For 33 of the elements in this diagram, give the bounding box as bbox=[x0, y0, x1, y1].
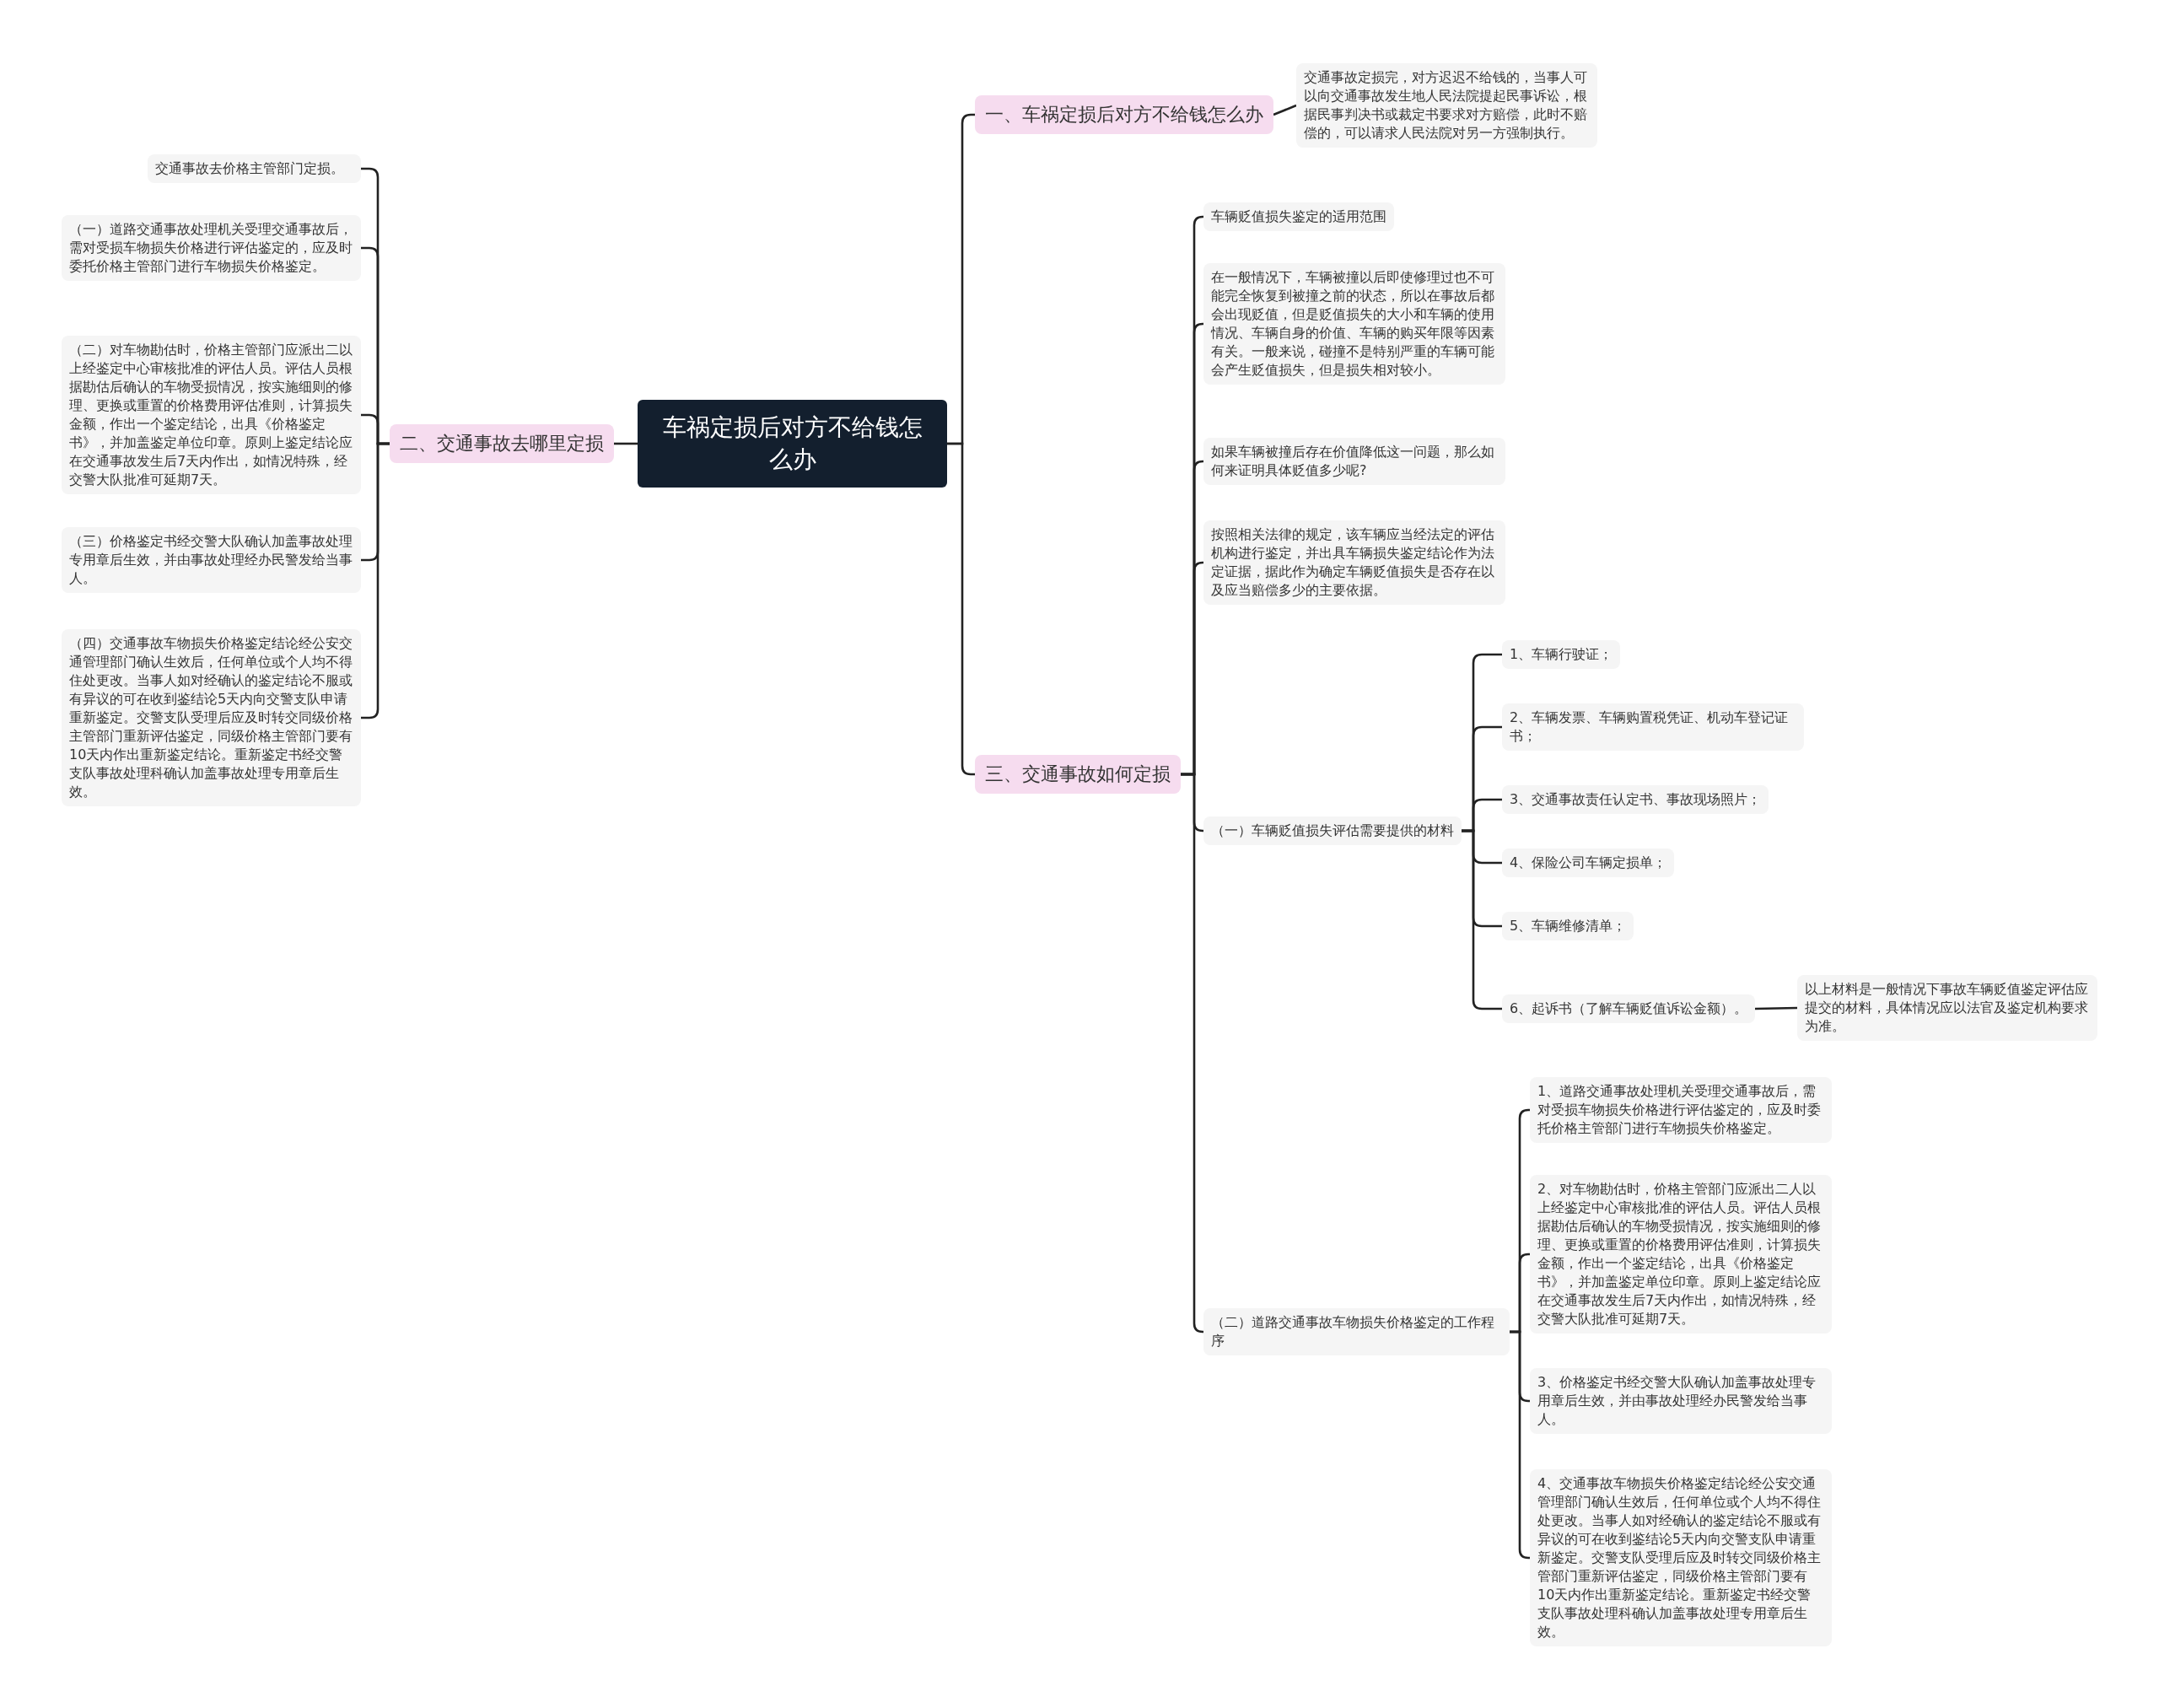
text-card: 3、价格鉴定书经交警大队确认加盖事故处理专用章后生效，并由事故处理经办民警发给当事人。 bbox=[1530, 1368, 1832, 1434]
connector-line bbox=[1181, 773, 1204, 1334]
text-card: 5、车辆维修清单； bbox=[1502, 912, 1634, 940]
central-topic-box: 车祸定损后对方不给钱怎么办 bbox=[638, 400, 947, 488]
branch-topic-box: 二、交通事故去哪里定损 bbox=[390, 424, 614, 463]
connector-line bbox=[1510, 1330, 1530, 1560]
text-card: 2、对车物勘估时，价格主管部门应派出二人以上经鉴定中心审核批准的评估人员。评估人员根据勘估后确认的车物受损情况，按实施细则的修理、更换或重置的价格费用评估准则，计算损失金额，作出一个鉴定结论，出具《价格鉴定书》，并加盖鉴定单位印章。原则上鉴定结论应在交通事故发生后7天内作出，如情况特殊，经交警大队批准可延期7天。 bbox=[1530, 1175, 1832, 1334]
text-card: （一）道路交通事故处理机关受理交通事故后，需对受损车物损失价格进行评估鉴定的，应及时委托价格主管部门进行车物损失价格鉴定。 bbox=[62, 215, 361, 281]
text-card: 按照相关法律的规定，该车辆应当经法定的评估机构进行鉴定，并出具车辆损失鉴定结论作为法定证据，据此作为确定车辆贬值损失是否存在以及应当赔偿多少的主要依据。 bbox=[1203, 520, 1505, 605]
text-card: 交通事故去价格主管部门定损。 bbox=[148, 154, 361, 183]
text-card: 车辆贬值损失鉴定的适用范围 bbox=[1203, 202, 1394, 231]
text-card: 6、起诉书（了解车辆贬值诉讼金额）。 bbox=[1502, 994, 1756, 1023]
text-card: 2、车辆发票、车辆购置税凭证、机动车登记证书； bbox=[1502, 703, 1804, 751]
text-card: （二）道路交通事故车物损失价格鉴定的工作程序 bbox=[1203, 1308, 1510, 1355]
text-card: （二）对车物勘估时，价格主管部门应派出二以上经鉴定中心审核批准的评估人员。评估人员根据勘估后确认的车物受损情况，按实施细则的修理、更换或重置的价格费用评估准则，计算损失金额，作出一个鉴定结论，出具《价格鉴定书》，并加盖鉴定单位印章。原则上鉴定结论应在交通事故发生后7天内作出，如情况特殊，经交警大队批准可延期7天。 bbox=[62, 336, 361, 494]
connector-line bbox=[361, 442, 390, 719]
text-card: 1、道路交通事故处理机关受理交通事故后，需对受损车物损失价格进行评估鉴定的，应及时委托价格主管部门进行车物损失价格鉴定。 bbox=[1530, 1077, 1832, 1143]
connector-line bbox=[614, 442, 638, 445]
text-card: 以上材料是一般情况下事故车辆贬值鉴定评估应提交的材料，具体情况应以法官及鉴定机构要求为准。 bbox=[1797, 975, 2097, 1041]
connector-line bbox=[1273, 104, 1297, 116]
text-card: 如果车辆被撞后存在价值降低这一问题，那么如何来证明具体贬值多少呢? bbox=[1203, 438, 1505, 485]
text-card: 4、保险公司车辆定损单； bbox=[1502, 849, 1675, 877]
text-card: （一）车辆贬值损失评估需要提供的材料 bbox=[1203, 816, 1462, 845]
text-card: （三）价格鉴定书经交警大队确认加盖事故处理专用章后生效，并由事故处理经办民警发给当事人。 bbox=[62, 527, 361, 593]
branch-topic-box: 一、车祸定损后对方不给钱怎么办 bbox=[975, 95, 1273, 134]
branch-topic-box: 三、交通事故如何定损 bbox=[975, 755, 1181, 794]
text-card: 在一般情况下，车辆被撞以后即使修理过也不可能完全恢复到被撞之前的状态，所以在事故后都会出现贬值，但是贬值损失的大小和车辆的使用情况、车辆自身的价值、车辆的购买年限等因素有关。一般来说，碰撞不是特别严重的车辆可能会产生贬值损失，但是损失相对较小。 bbox=[1203, 263, 1505, 385]
text-card: 3、交通事故责任认定书、事故现场照片； bbox=[1502, 785, 1769, 814]
text-card: 4、交通事故车物损失价格鉴定结论经公安交通管理部门确认生效后，任何单位或个人均不得住处更改。当事人如对经确认的鉴定结论不服或有异议的可在收到鉴结论5天内向交警支队申请重新鉴定。交警支队受理后应及时转交同级价格主管部门重新评估鉴定，同级价格主管部门要有10天内作出重新鉴定结论。重新鉴定书经交警支队事故处理科确认加盖事故处理专用章后生效。 bbox=[1530, 1469, 1832, 1646]
text-card: （四）交通事故车物损失价格鉴定结论经公安交通管理部门确认生效后，任何单位或个人均不得住处更改。当事人如对经确认的鉴定结论不服或有异议的可在收到鉴结论5天内向交警支队申请重新鉴定。交警支队受理后应及时转交同级价格主管部门重新评估鉴定，同级价格主管部门要有10天内作出重新鉴定结论。重新鉴定书经交警支队事故处理科确认加盖事故处理专用章后生效。 bbox=[62, 629, 361, 806]
connector-line bbox=[1754, 1006, 1798, 1010]
text-card: 1、车辆行驶证； bbox=[1502, 640, 1621, 669]
text-card: 交通事故定损完，对方迟迟不给钱的，当事人可以向交通事故发生地人民法院提起民事诉讼，根据民事判决书或裁定书要求对方赔偿，此时不赔偿的，可以请求人民法院对另一方强制执行。 bbox=[1296, 63, 1597, 148]
